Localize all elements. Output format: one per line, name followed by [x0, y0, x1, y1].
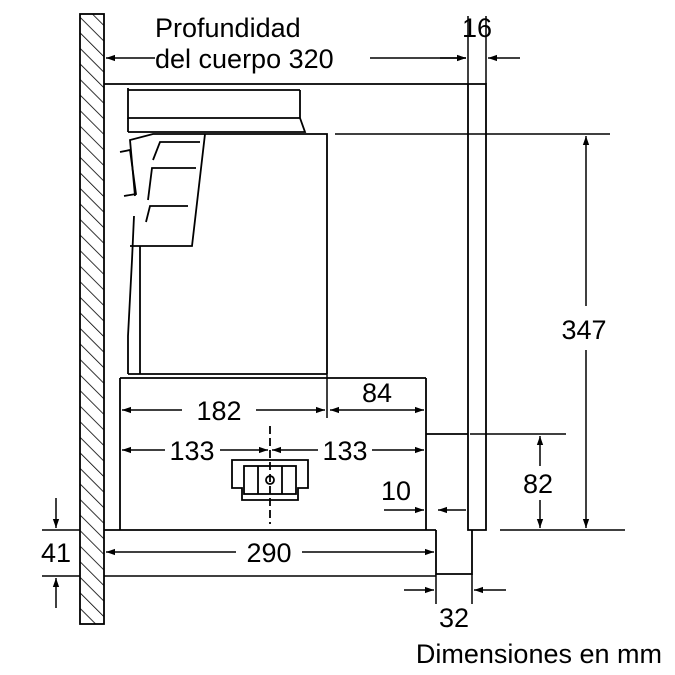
height-41-label: 41 [41, 538, 71, 568]
dim-height-347 [335, 133, 625, 531]
half-right-133-label: 133 [322, 436, 367, 466]
dim-height-82 [470, 433, 566, 528]
units-note: Dimensiones en mm [416, 639, 662, 669]
dim-panel-16 [440, 16, 520, 84]
depth-290-label: 290 [246, 538, 291, 568]
width-182-label: 182 [196, 396, 241, 426]
half-left-133-label: 133 [169, 436, 214, 466]
dim-panel-32 [404, 574, 506, 604]
panel-16-label: 16 [462, 13, 492, 43]
depth-label-line2: del cuerpo 320 [155, 44, 334, 74]
depth-label-line1: Profundidad [155, 13, 301, 43]
hood-appliance [119, 88, 473, 575]
mounting-bracket [231, 426, 309, 524]
gap-10-label: 10 [381, 476, 411, 506]
height-82-label: 82 [523, 469, 553, 499]
dim-width-84 [326, 374, 424, 418]
panel-32-label: 32 [439, 603, 469, 633]
height-347-label: 347 [561, 315, 606, 345]
cabinet-outline [104, 83, 487, 531]
wall [79, 13, 105, 625]
width-84-label: 84 [362, 378, 392, 408]
dim-depth-290 [104, 548, 436, 577]
dim-height-41 [42, 498, 80, 608]
